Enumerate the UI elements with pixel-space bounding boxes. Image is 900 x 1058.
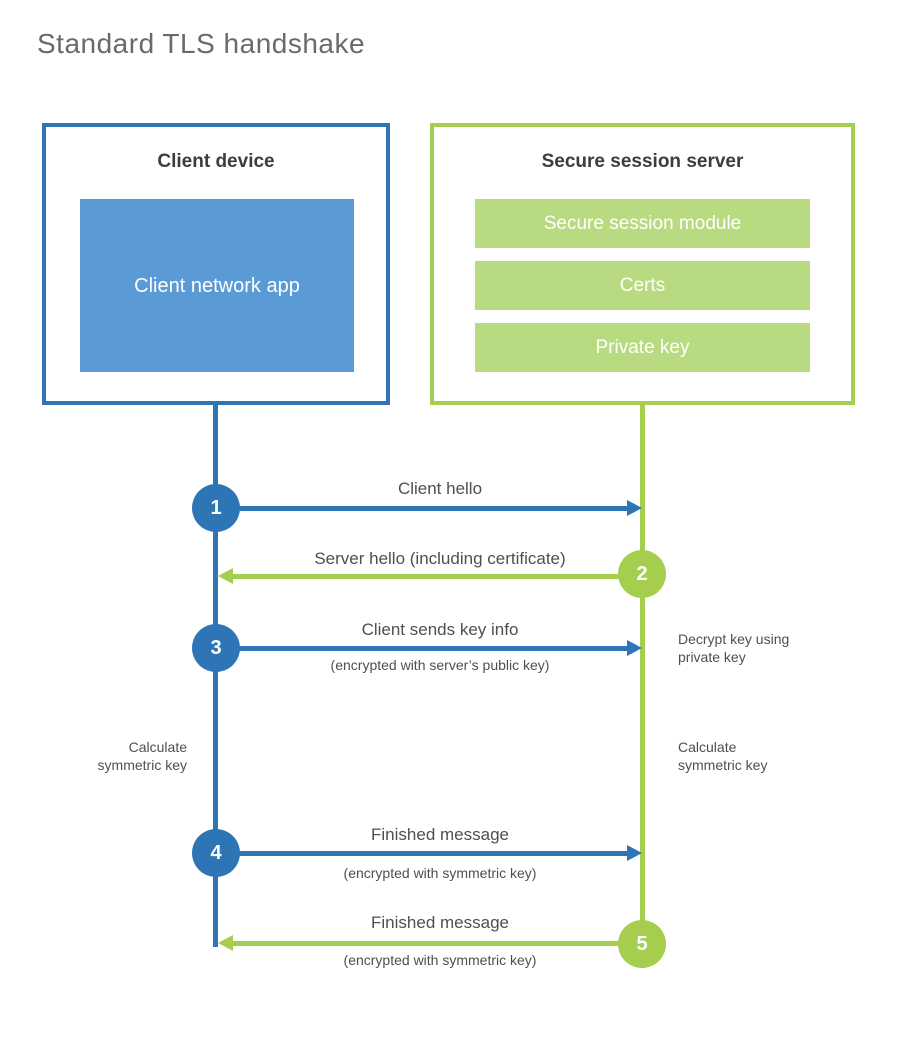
step-3-badge: 3	[192, 624, 240, 672]
message-3-arrow-line	[238, 646, 628, 651]
server-module-certs: Certs	[475, 261, 810, 310]
message-5-sublabel: (encrypted with symmetric key)	[343, 952, 537, 968]
server-lifeline	[640, 405, 645, 968]
step-2-badge: 2	[618, 550, 666, 598]
message-5-arrowhead-left-icon	[218, 935, 233, 951]
step-5-badge: 5	[618, 920, 666, 968]
server-module-secure-session: Secure session module	[475, 199, 810, 248]
client-device-title: Client device	[157, 151, 275, 172]
page-title: Standard TLS handshake	[37, 28, 366, 59]
message-2-arrow-line	[232, 574, 620, 579]
message-2-label: Server hello (including certificate)	[314, 549, 566, 568]
message-2-arrowhead-left-icon	[218, 568, 233, 584]
secure-session-server-title: Secure session server	[541, 151, 744, 172]
message-3-sublabel: (encrypted with server’s public key)	[330, 657, 550, 673]
message-3-arrowhead-right-icon	[627, 640, 642, 656]
message-1-arrow-line	[238, 506, 628, 511]
secure-session-server-box: Secure session server Secure session mod…	[430, 123, 855, 405]
message-1-arrowhead-right-icon	[627, 500, 642, 516]
message-4-arrow-line	[238, 851, 628, 856]
message-3-label: Client sends key info	[361, 620, 519, 639]
message-4-arrowhead-right-icon	[627, 845, 642, 861]
note-decrypt-key: Decrypt key using private key	[678, 631, 790, 665]
message-5-arrow-line	[232, 941, 620, 946]
note-calculate-symmetric-key-server: Calculate symmetric key	[678, 739, 768, 773]
server-module-private-key: Private key	[475, 323, 810, 372]
message-1-label: Client hello	[397, 479, 483, 498]
message-5-label: Finished message	[371, 913, 509, 932]
message-4-label: Finished message	[371, 825, 509, 844]
client-network-app-block: Client network app	[80, 199, 354, 372]
note-calculate-symmetric-key-client: Calculate symmetric key	[97, 739, 187, 773]
message-4-sublabel: (encrypted with symmetric key)	[343, 865, 537, 881]
client-device-box: Client device Client network app	[42, 123, 390, 405]
client-lifeline	[213, 405, 218, 947]
step-4-badge: 4	[192, 829, 240, 877]
step-1-badge: 1	[192, 484, 240, 532]
client-network-app-label: Client network app	[134, 274, 300, 297]
